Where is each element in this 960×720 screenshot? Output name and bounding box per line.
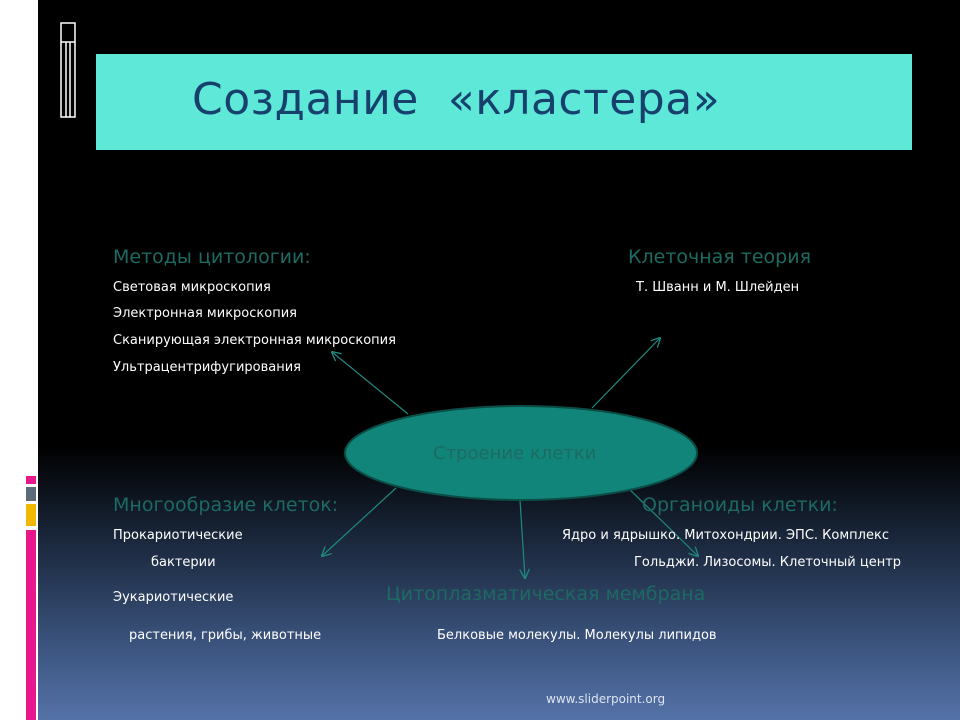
- arrow-to-theory: [591, 338, 660, 409]
- theory-heading: Клеточная теория: [628, 246, 811, 268]
- arrow-to-methods: [332, 352, 409, 415]
- accent-bar-yellow: [26, 504, 36, 526]
- methods-item: Световая микроскопия: [113, 280, 271, 295]
- left-margin: [0, 0, 38, 720]
- cluster-arrows: [38, 0, 960, 720]
- methods-heading: Методы цитологии:: [113, 246, 311, 268]
- diversity-item: растения, грибы, животные: [129, 628, 322, 643]
- center-node-ellipse: [344, 405, 698, 501]
- center-node-label: Строение клетки: [433, 443, 597, 464]
- diversity-heading: Многообразие клеток:: [113, 494, 339, 516]
- title-banner: Создание «кластера»: [96, 54, 912, 150]
- accent-bar-gray: [26, 487, 36, 501]
- membrane-heading: Цитоплазматическая мембрана: [386, 583, 706, 605]
- methods-item: Электронная микроскопия: [113, 306, 297, 321]
- theory-item: Т. Шванн и М. Шлейден: [636, 280, 800, 295]
- organoids-item: Ядро и ядрышко. Митохондрии. ЭПС. Компле…: [562, 528, 889, 543]
- diversity-item: Эукариотические: [113, 590, 234, 605]
- slide-title: Создание «кластера»: [192, 74, 721, 125]
- diversity-item: бактерии: [151, 555, 216, 570]
- methods-item: Ультрацентрифугирования: [113, 360, 301, 375]
- accent-bar-magenta-top: [26, 476, 36, 484]
- organoids-item: Гольджи. Лизосомы. Клеточный центр: [634, 555, 902, 570]
- methods-item: Сканирующая электронная микроскопия: [113, 333, 396, 348]
- diversity-item: Прокариотические: [113, 528, 243, 543]
- organoids-heading: Органоиды клетки:: [642, 494, 838, 516]
- arrow-to-membrane: [519, 499, 525, 578]
- arrow-to-diversity: [322, 487, 397, 556]
- document-stack-icon: [60, 22, 76, 118]
- arrow-to-organoids: [625, 485, 698, 556]
- accent-bar-magenta: [26, 530, 36, 720]
- footer-url: www.sliderpoint.org: [546, 692, 666, 706]
- membrane-item: Белковые молекулы. Молекулы липидов: [437, 628, 717, 643]
